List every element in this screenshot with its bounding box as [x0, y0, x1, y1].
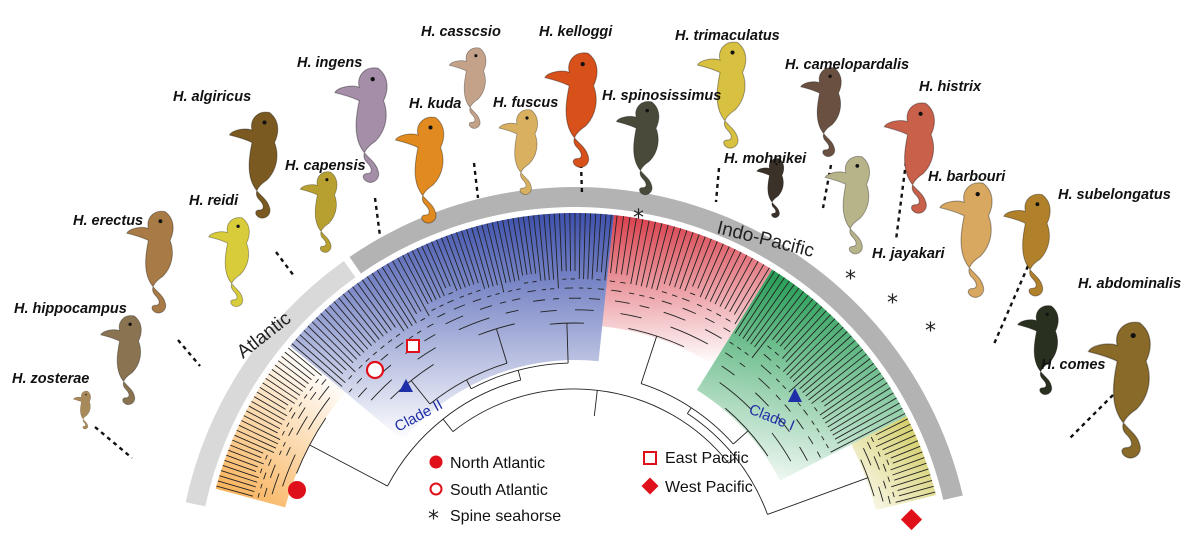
species-label-abdominalis: H. abdominalis [1078, 276, 1181, 292]
clade-i-triangle-marker [788, 388, 802, 402]
seahorse-capensis-image [299, 171, 338, 253]
species-label-zosterae: H. zosterae [12, 371, 89, 387]
legend-spine-seahorse-label: Spine seahorse [450, 508, 561, 525]
species-label-mohnikei: H. mohnikei [724, 151, 807, 167]
legend-east-pacific-label: East Pacific [665, 450, 749, 467]
north-atlantic-node-marker [288, 481, 306, 499]
species-label-capensis: H. capensis [285, 158, 366, 174]
species-label-trimaculatus: H. trimaculatus [675, 28, 780, 44]
seahorse-algiricus-image [228, 111, 279, 219]
spine-marker-4: * [925, 319, 936, 344]
indo-pacific-band [349, 186, 963, 500]
spine-marker-3: * [887, 291, 898, 316]
leader-lines [94, 161, 1114, 459]
clade-ii-triangle-marker [399, 379, 413, 392]
species-label-comes: H. comes [1041, 357, 1105, 373]
spine-marker-1: * [633, 206, 644, 231]
seahorse-casscsio-image [448, 47, 487, 129]
seahorse-kelloggi-image [544, 52, 598, 168]
seahorse-erectus-image [126, 210, 174, 314]
species-labels: H. zosterae H. hippocampus H. erectus H.… [12, 24, 1181, 387]
seahorse-zosterae-image [73, 390, 91, 430]
species-label-erectus: H. erectus [73, 213, 143, 229]
seahorse-histrix-image [883, 102, 935, 214]
species-label-jayakari: H. jayakari [872, 246, 946, 262]
seahorse-hippocampus-image [100, 315, 142, 406]
legend-west-pacific-label: West Pacific [665, 479, 753, 496]
seahorse-barbouri-image [939, 182, 993, 298]
orange-clade-fill [215, 345, 346, 508]
spine-marker-2: * [845, 267, 856, 292]
phylogenetic-tree [216, 213, 936, 515]
seahorse-reidi-image [208, 217, 250, 308]
species-label-barbouri: H. barbouri [928, 169, 1006, 185]
species-label-camelopardalis: H. camelopardalis [785, 57, 909, 73]
legend: North Atlantic South Atlantic * Spine se… [428, 450, 753, 532]
atlantic-band [185, 260, 356, 507]
seahorse-fuscus-image [498, 109, 539, 195]
seahorse-camelopardalis-image [800, 67, 842, 158]
species-label-subelongatus: H. subelongatus [1058, 187, 1171, 203]
seahorse-trimaculatus-image [696, 41, 747, 149]
east-pacific-node-marker [406, 339, 420, 353]
seahorse-jayakari-image [824, 155, 870, 255]
seahorse-ingens-image [334, 67, 388, 183]
seahorse-abdominalis-image [1087, 321, 1151, 459]
species-label-hippocampus: H. hippocampus [14, 301, 127, 317]
south-atlantic-node-marker [365, 360, 385, 380]
seahorse-comes-image [1017, 305, 1059, 396]
species-label-ingens: H. ingens [297, 55, 362, 71]
species-label-kelloggi: H. kelloggi [539, 24, 613, 40]
species-label-algiricus: H. algiricus [173, 89, 251, 105]
seahorse-mohnikei-image [756, 158, 785, 219]
red-clade-fill [602, 215, 773, 365]
seahorse-illustrations [73, 41, 1151, 459]
legend-spine-icon: * [428, 507, 439, 532]
seahorse-spinosissimus-image [615, 101, 660, 196]
seahorse-subelongatus-image [1003, 193, 1051, 297]
seahorse-kuda-image [394, 116, 445, 224]
species-label-kuda: H. kuda [409, 96, 461, 112]
species-label-casscsio: H. casscsio [421, 24, 501, 40]
legend-north-atlantic-label: North Atlantic [450, 455, 545, 472]
species-label-reidi: H. reidi [189, 193, 239, 209]
legend-north-atlantic-icon [429, 455, 443, 469]
legend-west-pacific-icon [641, 477, 659, 495]
legend-south-atlantic-icon [429, 482, 443, 496]
species-label-fuscus: H. fuscus [493, 95, 558, 111]
blue-clade-fill [290, 213, 614, 441]
species-label-spinosissimus: H. spinosissimus [602, 88, 721, 104]
green-clade-fill [696, 269, 907, 481]
legend-south-atlantic-label: South Atlantic [450, 482, 548, 499]
west-pacific-node-marker [900, 508, 923, 531]
species-label-histrix: H. histrix [919, 79, 982, 95]
legend-east-pacific-icon [643, 451, 657, 465]
